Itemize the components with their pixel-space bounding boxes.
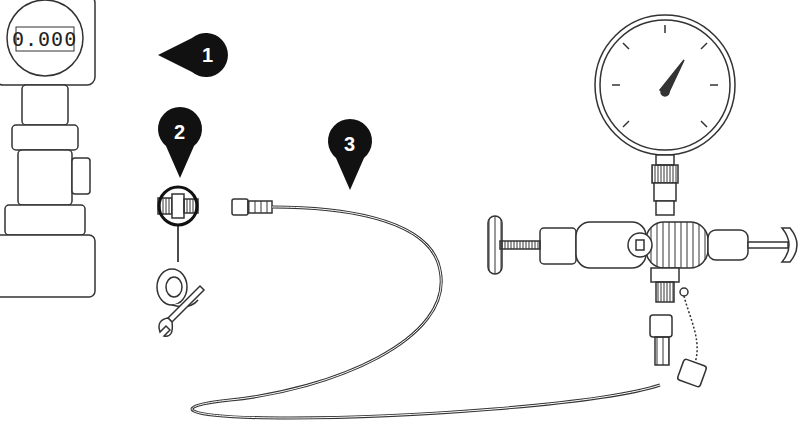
display-reading: 0.000 [12,29,77,49]
hose [192,199,660,418]
adapter-fitting [158,187,198,262]
hand-pump [488,15,797,387]
transmitter [0,0,95,297]
callout-number: 3 [344,134,355,154]
wrench [159,286,204,336]
callout-number: 1 [202,45,213,65]
callout-number: 2 [174,122,185,142]
callout-markers [158,33,372,190]
